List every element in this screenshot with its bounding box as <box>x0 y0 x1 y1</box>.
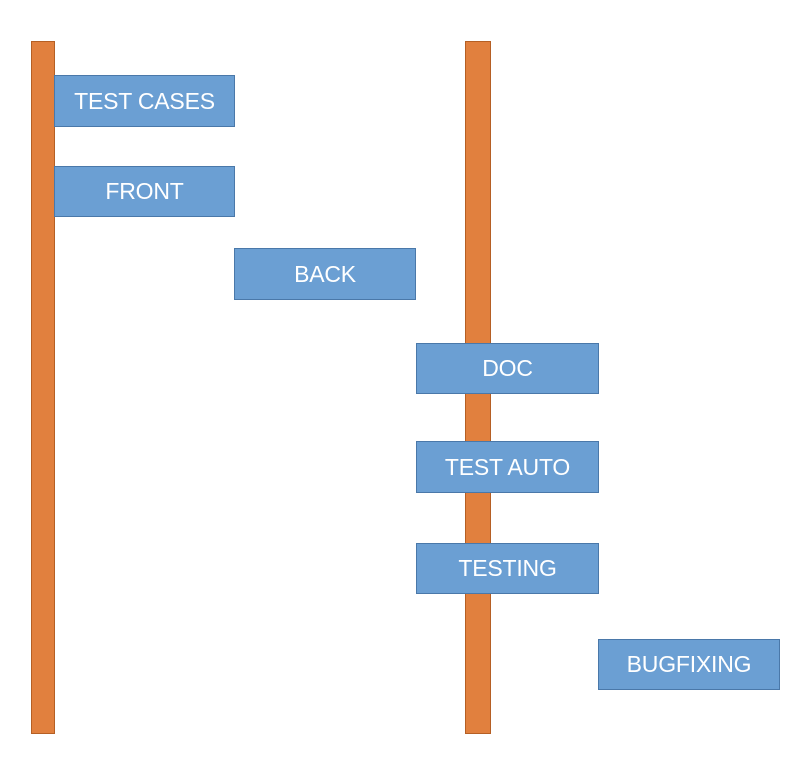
task-test-auto: TEST AUTO <box>416 441 599 493</box>
task-label: TESTING <box>458 555 557 581</box>
task-back: BACK <box>234 248 416 300</box>
task-label: TEST CASES <box>74 87 215 114</box>
task-label: BACK <box>294 260 356 287</box>
task-label: DOC <box>482 355 533 381</box>
task-label: FRONT <box>105 178 184 204</box>
task-bugfixing: BUGFIXING <box>598 639 780 690</box>
task-label: BUGFIXING <box>626 651 752 677</box>
task-test-cases: TEST CASES <box>54 75 235 127</box>
task-front: FRONT <box>54 166 235 217</box>
task-label: TEST AUTO <box>444 453 571 480</box>
timeline-bar-left <box>31 41 55 734</box>
task-testing: TESTING <box>416 543 599 594</box>
task-doc: DOC <box>416 343 599 394</box>
